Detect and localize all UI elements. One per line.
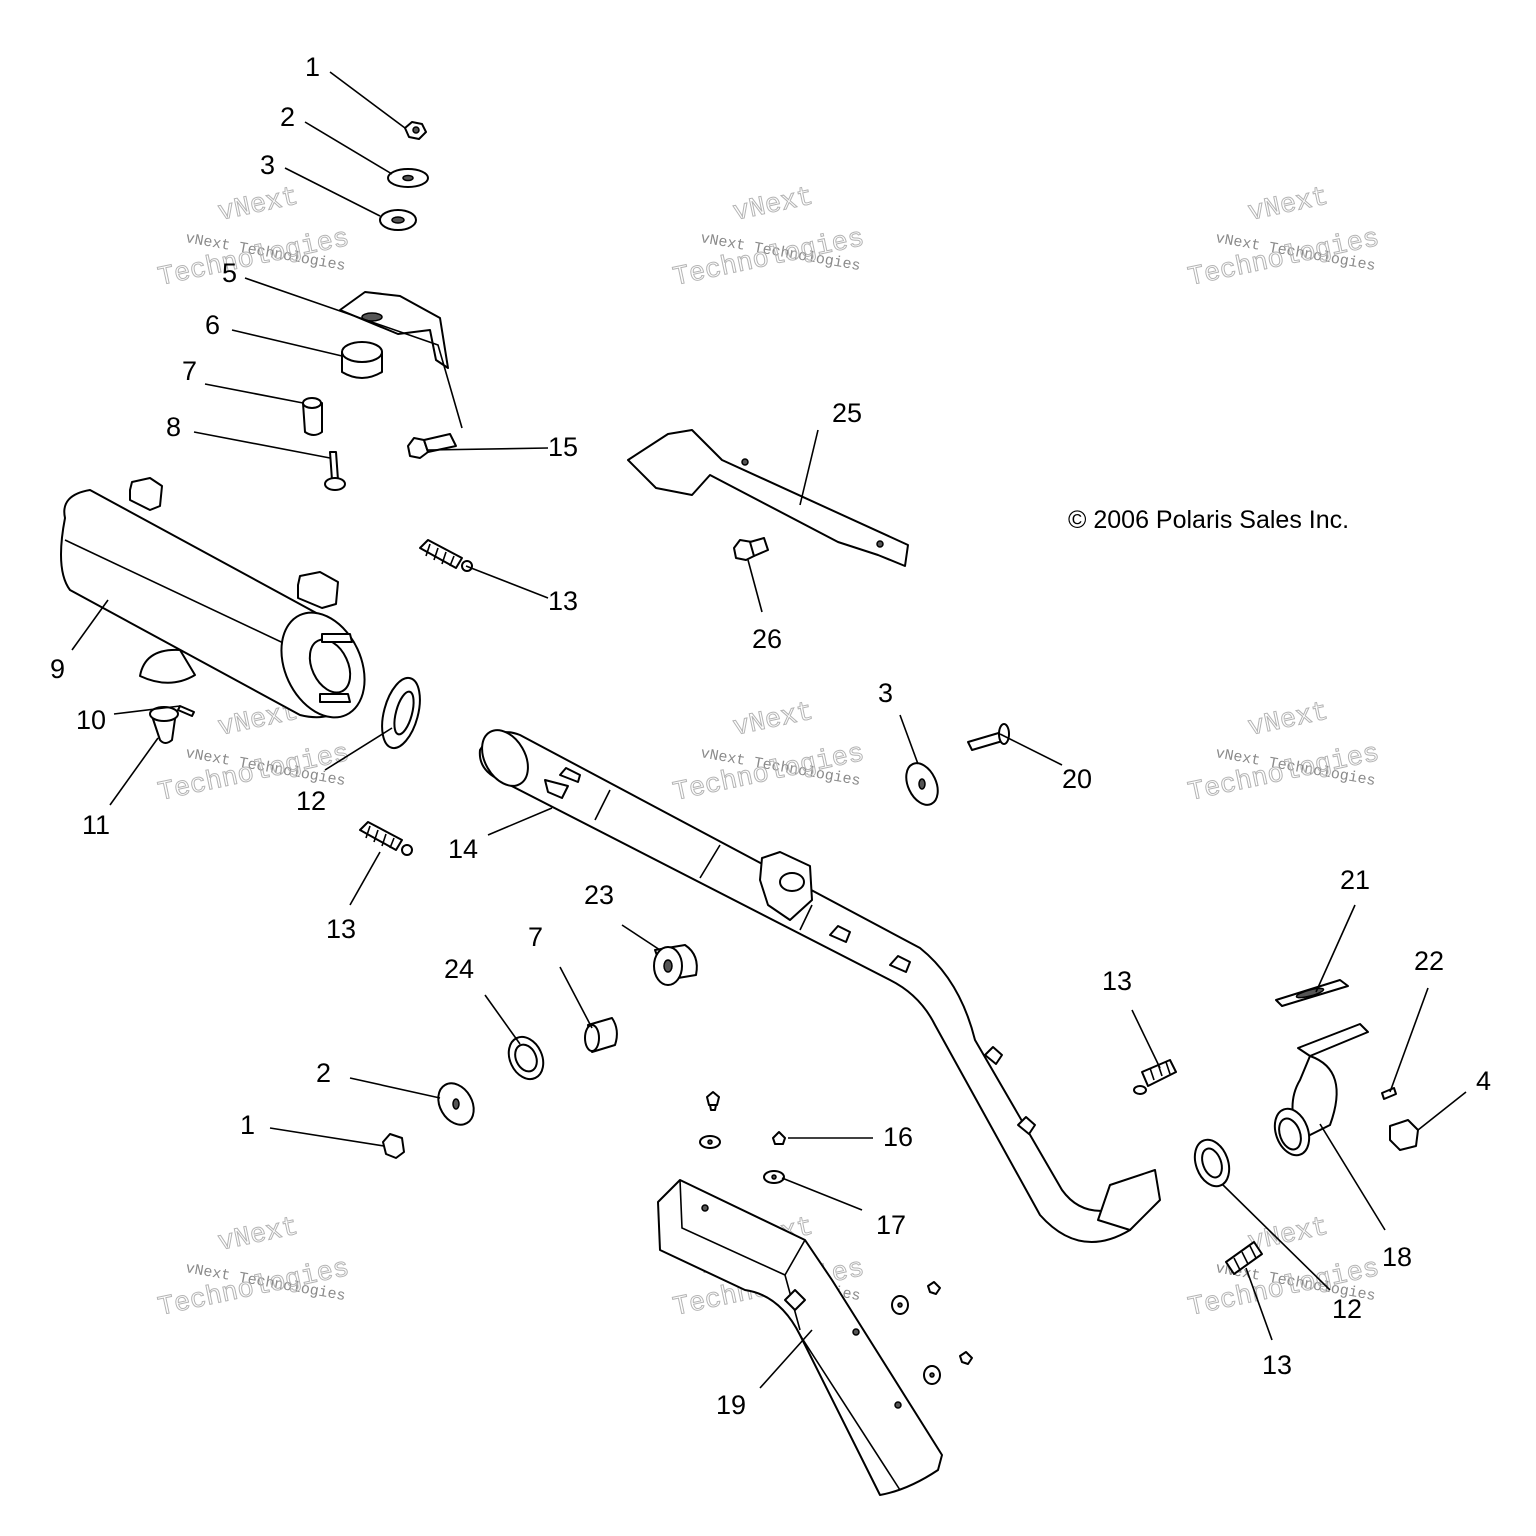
callout-label: 7 <box>182 356 197 386</box>
bolt-part <box>967 723 1010 751</box>
flange-bolt-part <box>407 433 457 459</box>
svg-text:Technologies: Technologies <box>671 739 867 809</box>
svg-text:Technologies: Technologies <box>156 224 352 294</box>
callout-labels: 1 2 3 5 6 7 8 15 9 13 10 11 12 25 26 3 2… <box>50 52 1491 1420</box>
washer-part <box>923 1365 941 1385</box>
callout-label: 8 <box>166 412 181 442</box>
callout-label: 24 <box>444 954 474 984</box>
screw-part <box>706 1091 720 1111</box>
svg-text:Technologies: Technologies <box>1186 224 1382 294</box>
watermark: vNext vNext Technologies Technologies <box>1185 697 1382 809</box>
washer-part <box>387 168 429 188</box>
exhaust-elbow-part <box>1273 1023 1369 1157</box>
spring-part <box>359 821 413 856</box>
svg-text:vNext: vNext <box>1246 183 1331 229</box>
svg-text:vNext: vNext <box>216 183 301 229</box>
callout-label: 12 <box>1332 1294 1362 1324</box>
watermark: vNext vNext Technologies Technologies <box>670 697 867 809</box>
copyright-text: © 2006 Polaris Sales Inc. <box>1068 506 1349 534</box>
callout-label: 13 <box>1102 966 1132 996</box>
callout-label: 16 <box>883 1122 913 1152</box>
callout-label: 1 <box>305 52 320 82</box>
bolt-part <box>324 451 346 491</box>
watermark: vNext vNext Technologies Technologies <box>155 1212 352 1324</box>
spring-part <box>1133 1059 1177 1095</box>
svg-text:Technologies: Technologies <box>1186 739 1382 809</box>
head-pipe-part <box>478 729 1161 1243</box>
callout-label: 18 <box>1382 1242 1412 1272</box>
callout-label: 17 <box>876 1210 906 1240</box>
callout-label: 12 <box>296 786 326 816</box>
callout-label: 15 <box>548 432 578 462</box>
callout-label: 2 <box>316 1058 331 1088</box>
callout-label: 3 <box>260 150 275 180</box>
washer-part <box>437 1082 475 1126</box>
watermark: vNext vNext Technologies Technologies <box>155 182 352 294</box>
heat-shield-part <box>627 429 909 567</box>
callout-label: 1 <box>240 1110 255 1140</box>
screw-part <box>959 1351 973 1365</box>
svg-text:Technologies: Technologies <box>671 224 867 294</box>
callout-label: 4 <box>1476 1066 1491 1096</box>
svg-text:vNext: vNext <box>731 183 816 229</box>
callout-label: 13 <box>1262 1350 1292 1380</box>
watermark: vNext vNext Technologies Technologies <box>1185 182 1382 294</box>
spring-part <box>419 539 473 572</box>
washer-part <box>379 209 417 231</box>
leader-lines <box>71 71 1467 1389</box>
nut-part <box>404 121 427 140</box>
callout-label: 13 <box>326 914 356 944</box>
bushing-part <box>584 1017 618 1053</box>
callout-label: 10 <box>76 705 106 735</box>
callout-label: 23 <box>584 880 614 910</box>
svg-text:Technologies: Technologies <box>156 1254 352 1324</box>
stud-part <box>1381 1087 1397 1100</box>
grommet-part <box>341 341 383 379</box>
watermark: vNext vNext Technologies Technologies <box>670 182 867 294</box>
screw-part <box>772 1131 786 1145</box>
callout-label: 19 <box>716 1390 746 1420</box>
grommet-part <box>149 706 179 744</box>
callout-label: 13 <box>548 586 578 616</box>
callout-label: 2 <box>280 102 295 132</box>
svg-text:vNext: vNext <box>731 698 816 744</box>
callout-label: 14 <box>448 834 478 864</box>
callout-label: 7 <box>528 922 543 952</box>
flange-bolt-part <box>733 537 769 561</box>
callout-label: 20 <box>1062 764 1092 794</box>
gasket-part <box>381 676 421 750</box>
callout-label: 6 <box>205 310 220 340</box>
spring-part <box>1225 1241 1263 1275</box>
callout-label: 3 <box>878 678 893 708</box>
muffler-part <box>60 477 366 719</box>
nut-part <box>1389 1119 1419 1151</box>
washer-part <box>507 1035 545 1081</box>
callout-label: 26 <box>752 624 782 654</box>
washer-part <box>891 1295 909 1315</box>
svg-text:vNext: vNext <box>1246 698 1331 744</box>
washer-part <box>905 762 939 806</box>
screw-part <box>927 1281 941 1295</box>
callout-label: 21 <box>1340 865 1370 895</box>
svg-text:vNext: vNext <box>216 1213 301 1259</box>
nut-part <box>382 1133 405 1159</box>
callout-label: 9 <box>50 654 65 684</box>
washer-part <box>763 1170 785 1184</box>
grommet-part <box>653 944 698 986</box>
pin-part <box>177 705 195 717</box>
bushing-part <box>302 397 323 436</box>
callout-label: 22 <box>1414 946 1444 976</box>
callout-label: 5 <box>222 258 237 288</box>
lower-heat-shield-part <box>657 1179 943 1496</box>
callout-label: 11 <box>82 810 110 840</box>
gasket-part <box>1193 1138 1231 1188</box>
washer-part <box>699 1135 721 1149</box>
gasket-part <box>1275 979 1349 1007</box>
callout-label: 25 <box>832 398 862 428</box>
